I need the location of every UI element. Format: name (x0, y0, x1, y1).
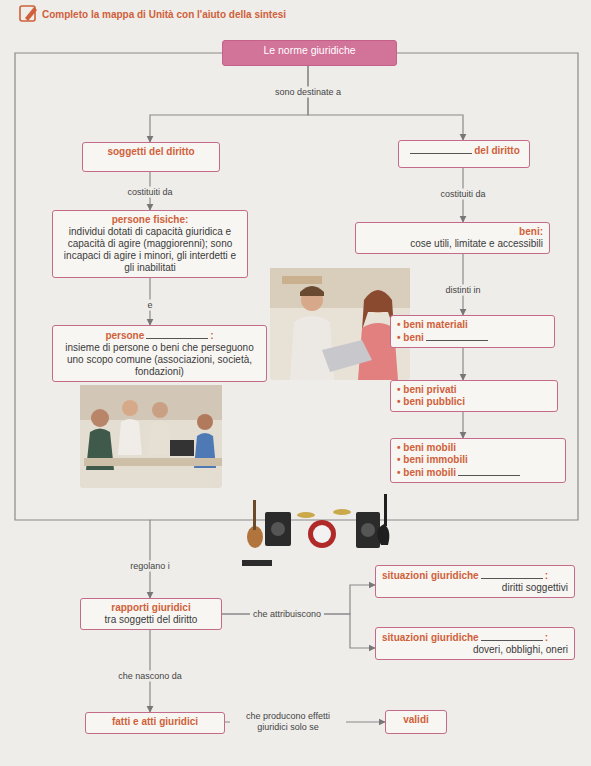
edge-label: e (144, 300, 155, 311)
body-text: insieme di persone o beni che perseguono… (65, 342, 253, 377)
bracket-line (150, 53, 578, 520)
heading-text: beni: (519, 226, 543, 237)
body-text: diritti soggettivi (502, 582, 568, 593)
edge-label: costituiti da (124, 187, 175, 198)
blank-line (481, 631, 543, 641)
connector (308, 66, 463, 140)
edge-label: che nascono da (115, 671, 185, 682)
heading-text: • beni pubblici (397, 396, 465, 407)
concept-box: soggetti del diritto (82, 142, 220, 172)
map-title: Completo la mappa di Unità con l'aiuto d… (42, 9, 286, 20)
blank-line (458, 466, 520, 476)
body-text: cose utili, limitate e accessibili (410, 238, 543, 249)
heading-text: : (545, 570, 548, 581)
edge-label: distinti in (442, 285, 483, 296)
connector (462, 412, 463, 438)
heading-text: : (545, 632, 548, 643)
body-text: individui dotati di capacità giuridica e… (64, 226, 236, 273)
list-box: • beni privati• beni pubblici (390, 380, 558, 412)
heading-text: • beni materiali (397, 319, 468, 330)
concept-box: fatti e atti giuridici (85, 712, 225, 734)
edge-label: che attribuiscono (250, 609, 324, 620)
concept-box: beni:cose utili, limitate e accessibili (355, 222, 550, 254)
blank-line (146, 329, 208, 339)
photo-group (80, 385, 222, 488)
concept-box: situazioni giuridiche:diritti soggettivi (375, 565, 575, 598)
heading-text: • beni privati (397, 384, 457, 395)
concept-box: validi (385, 710, 447, 734)
edge-label: che producono effetti giuridici solo se (230, 711, 346, 733)
concept-box: persone:insieme di persone o beni che pe… (52, 325, 267, 382)
blank-line (410, 144, 472, 154)
connector (462, 348, 463, 380)
list-box: • beni materiali • beni (390, 315, 555, 348)
photo-couple (270, 268, 410, 380)
concept-box: persone fisiche:individui dotati di capa… (52, 210, 248, 278)
instruments-illustration (242, 494, 389, 566)
pencil-icon (20, 6, 37, 21)
heading-text: soggetti del diritto (107, 146, 194, 157)
heading-text: • beni (397, 332, 424, 343)
body-text: tra soggetti del diritto (105, 614, 198, 625)
heading-text: • beni mobili (397, 467, 456, 478)
heading-text: del diritto (474, 145, 520, 156)
heading-text: : (210, 330, 213, 341)
heading-text: Le norme giuridiche (263, 44, 355, 56)
title-box: Le norme giuridiche (222, 40, 397, 66)
edge-label: sono destinate a (272, 87, 344, 98)
body-text: doveri, obblighi, oneri (473, 644, 568, 655)
heading-text: persone (105, 330, 144, 341)
edge-label: regolano i (127, 561, 173, 572)
connector (150, 66, 308, 142)
heading-text: persone fisiche: (112, 214, 189, 225)
concept-box: situazioni giuridiche:doveri, obblighi, … (375, 627, 575, 660)
blank-line (426, 331, 488, 341)
concept-box: rapporti giuridicitra soggetti del dirit… (80, 598, 222, 630)
heading-text: situazioni giuridiche (382, 570, 479, 581)
blank-line (481, 569, 543, 579)
edge-label: costituiti da (437, 189, 488, 200)
heading-text: fatti e atti giuridici (112, 716, 198, 727)
heading-text: • beni immobili (397, 454, 468, 465)
concept-box: del diritto (398, 140, 530, 168)
heading-text: validi (403, 714, 429, 725)
heading-text: situazioni giuridiche (382, 632, 479, 643)
list-box: • beni mobili• beni immobili• beni mobil… (390, 438, 566, 483)
heading-text: rapporti giuridici (111, 602, 190, 613)
heading-text: • beni mobili (397, 442, 456, 453)
